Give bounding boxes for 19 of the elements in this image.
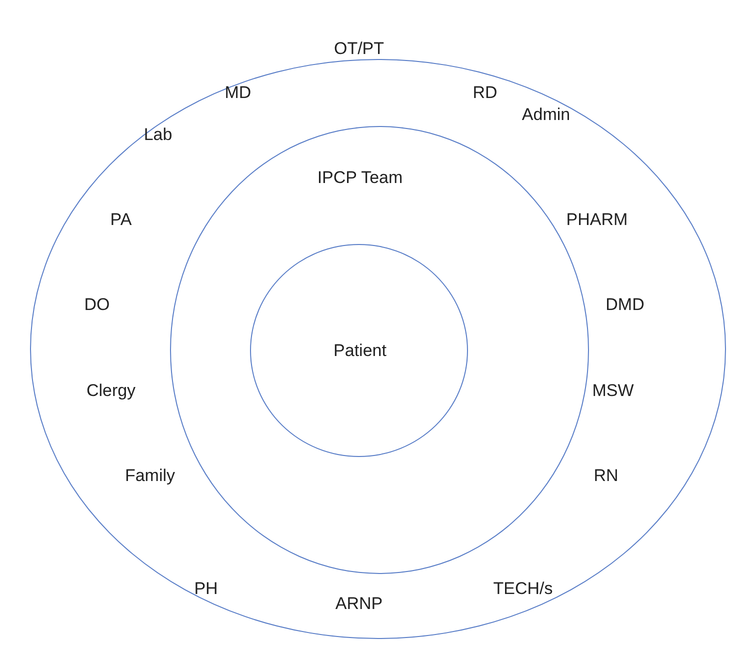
- role-label: DMD: [606, 295, 644, 315]
- role-label: Admin: [522, 105, 570, 125]
- role-label: PHARM: [566, 210, 628, 230]
- role-label: Family: [124, 466, 176, 486]
- role-label: RD: [472, 83, 498, 103]
- role-label: TECH/s: [493, 579, 553, 599]
- role-label: Lab: [144, 125, 172, 145]
- role-label: MSW: [592, 381, 634, 401]
- role-label: Clergy: [86, 381, 136, 401]
- inner-circle: [250, 244, 468, 457]
- ring-title: IPCP Team: [317, 168, 403, 188]
- role-label: ARNP: [335, 594, 383, 614]
- center-label: Patient: [334, 341, 386, 361]
- role-label: PA: [110, 210, 132, 230]
- role-label: OT/PT: [334, 39, 384, 59]
- role-label: PH: [194, 579, 218, 599]
- role-label: MD: [224, 83, 252, 103]
- role-label: DO: [84, 295, 110, 315]
- role-label: RN: [594, 466, 618, 486]
